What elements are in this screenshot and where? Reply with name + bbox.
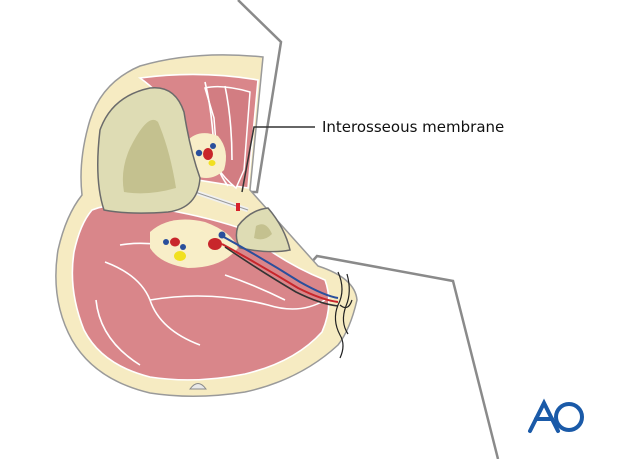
posterior-tibial-vein-2 <box>180 244 186 250</box>
perforating-vessel-red <box>221 243 339 303</box>
peroneal-artery <box>208 238 222 250</box>
small-saphenous-vein <box>189 383 207 390</box>
tibial-nerve <box>174 251 186 261</box>
perforating-vessel-dark <box>224 246 339 307</box>
interosseous-membrane-label: Interosseous membrane <box>322 118 505 136</box>
posterior-tibial-artery <box>170 237 180 247</box>
perforating-vessel-blue <box>221 235 339 299</box>
membrane-marker <box>236 203 240 211</box>
callout-leader-line <box>241 126 315 193</box>
muscle-septa <box>95 81 326 366</box>
sural-nerve-branches <box>334 271 353 359</box>
anterior-tibial-vein-2 <box>210 143 216 149</box>
anterior-tibial-artery <box>203 148 213 160</box>
ao-logo <box>528 398 584 433</box>
tibia-marrow <box>122 119 176 194</box>
posterior-tibial-vein-1 <box>163 239 169 245</box>
anterior-tibial-vein-1 <box>195 149 203 157</box>
posterior-neurovascular-fat <box>150 219 238 268</box>
deep-peroneal-nerve <box>208 160 216 166</box>
fibula-marrow <box>254 224 272 240</box>
